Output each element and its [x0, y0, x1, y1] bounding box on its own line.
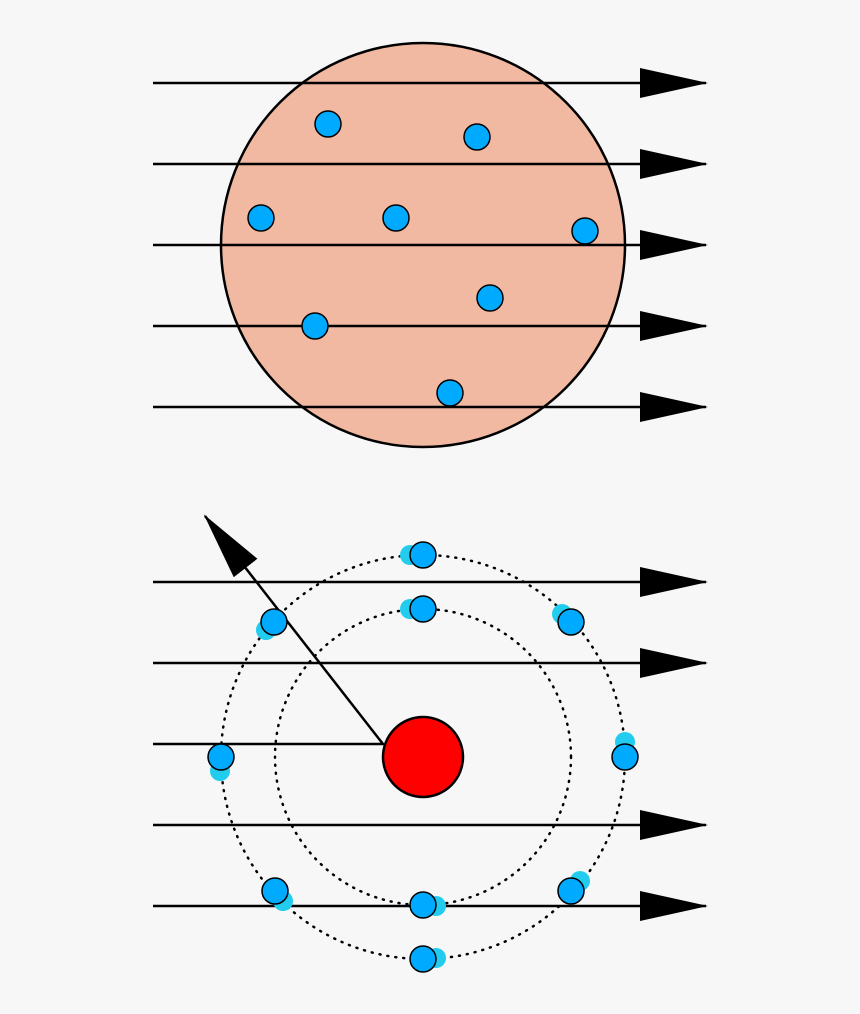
electron-icon	[301, 312, 329, 340]
top-electrons	[247, 110, 599, 407]
electron-icon	[436, 379, 464, 407]
electron-icon	[557, 608, 585, 636]
bottom-electrons	[207, 541, 639, 973]
electron-icon	[207, 743, 235, 771]
deflected-alpha-beam	[153, 514, 386, 746]
plum-pudding-panel	[153, 41, 708, 449]
bottom-beams	[153, 514, 708, 921]
electron-icon	[314, 110, 342, 138]
electron-icon	[409, 891, 437, 919]
nuclear-model-panel	[153, 514, 708, 973]
electron-icon	[260, 608, 288, 636]
electron-icon	[382, 204, 410, 232]
electron-icon	[571, 217, 599, 245]
electron-icon	[557, 877, 585, 905]
electron-icon	[261, 877, 289, 905]
top-beams	[153, 68, 708, 422]
electron-icon	[463, 123, 491, 151]
electron-icon	[476, 284, 504, 312]
electron-icon	[247, 204, 275, 232]
electron-icon	[611, 743, 639, 771]
electron-icon	[409, 595, 437, 623]
electron-icon	[409, 541, 437, 569]
electron-icon	[409, 945, 437, 973]
nucleus-icon	[381, 715, 465, 799]
